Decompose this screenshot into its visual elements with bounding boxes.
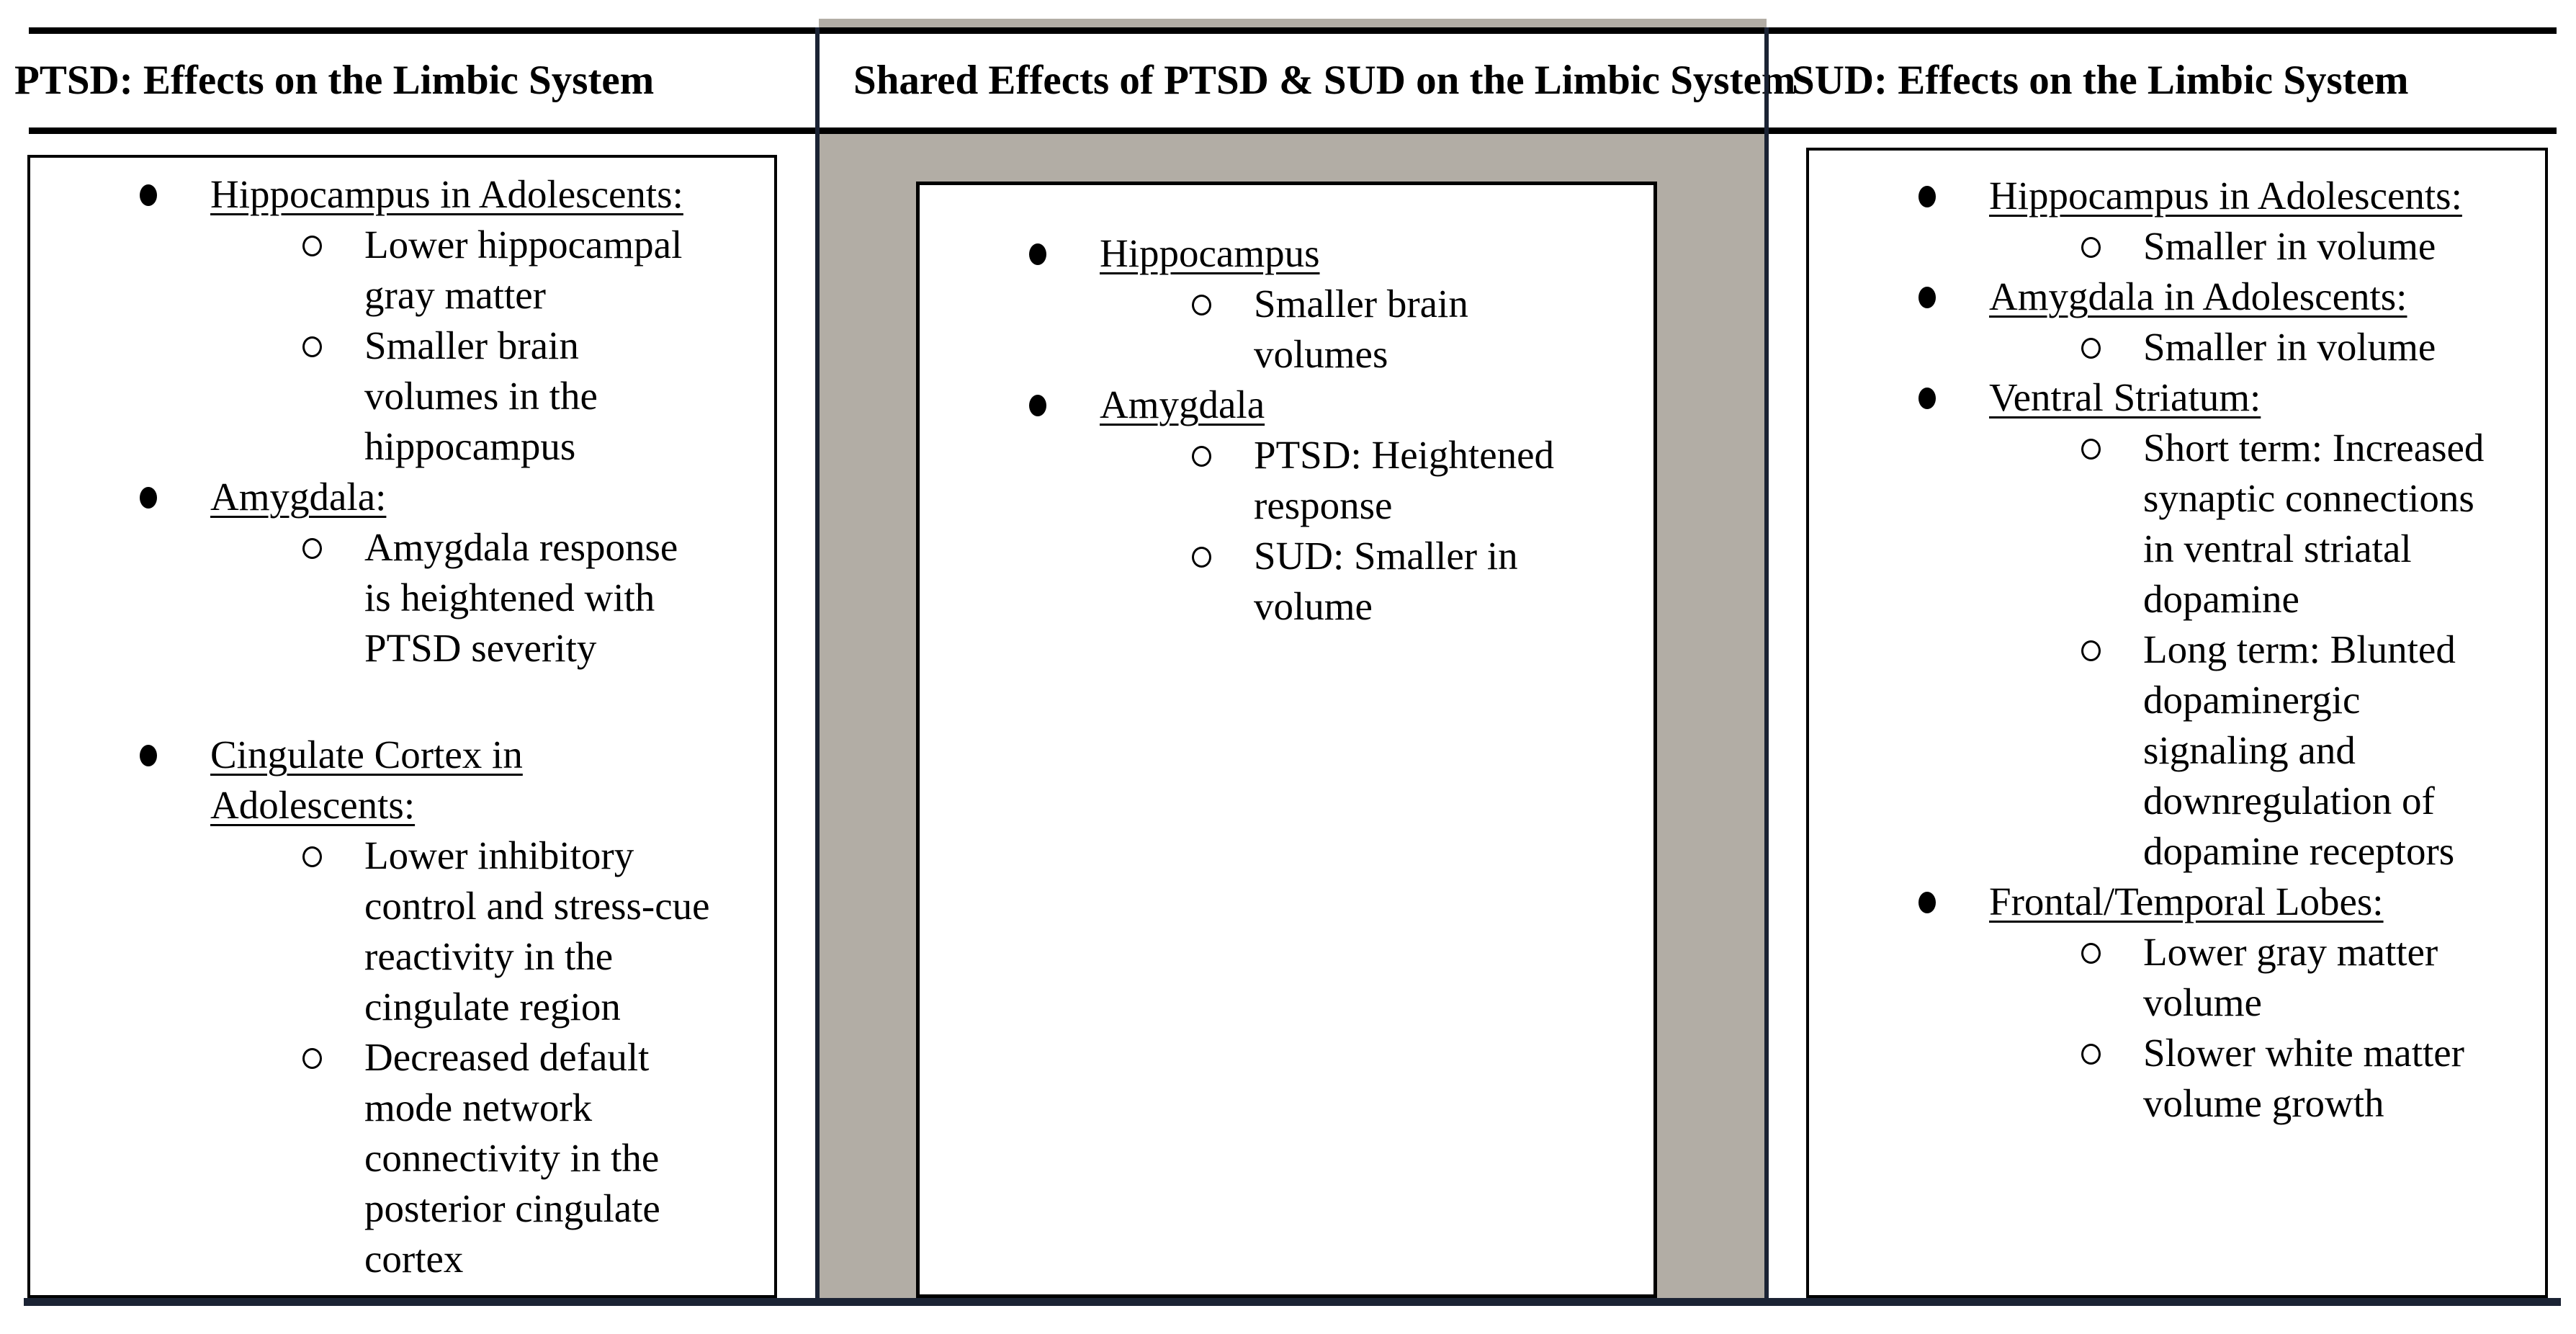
- list-sub-item: Long term: Blunted dopaminergic signalin…: [1809, 625, 2545, 877]
- list-sub-item: Lower hippocampal gray matter: [30, 220, 774, 321]
- ptsd-bullet-list: Hippocampus in Adolescents: Lower hippoca…: [30, 158, 774, 1295]
- list-sub-item: Decreased default mode network connectiv…: [30, 1032, 774, 1284]
- sub-item-label: Lower gray matter volume: [2143, 930, 2438, 1024]
- list-sub-item: Smaller brain volumes in the hippocampus: [30, 321, 774, 472]
- term-label: Amygdala:: [210, 475, 387, 519]
- list-item-term: Amygdala:: [30, 472, 774, 522]
- circle-bullet-icon: [2081, 237, 2101, 258]
- list-sub-item: Smaller in volume: [1809, 322, 2545, 372]
- list-item-term: Amygdala: [920, 380, 1653, 430]
- table-bottom-border: [24, 1298, 2561, 1306]
- bullet-icon: [140, 487, 157, 509]
- term-label: Amygdala: [1100, 382, 1265, 426]
- term-label: Hippocampus in Adolescents:: [210, 172, 683, 216]
- list-item-term: Ventral Striatum:: [1809, 372, 2545, 423]
- column-header-ptsd-label: PTSD: Effects on the Limbic System: [14, 58, 655, 103]
- circle-bullet-icon: [1192, 446, 1211, 467]
- list-sub-item: Lower gray matter volume: [1809, 927, 2545, 1028]
- list-sub-item: Lower inhibitory control and stress-cue …: [30, 831, 774, 1032]
- list-sub-item: Smaller brain volumes: [920, 279, 1653, 380]
- circle-bullet-icon: [2081, 943, 2101, 964]
- term-label: Ventral Striatum:: [1989, 375, 2261, 419]
- list-item-term: Frontal/Temporal Lobes:: [1809, 877, 2545, 927]
- sub-item-label: Smaller in volume: [2143, 224, 2436, 268]
- sub-item-label: Short term: Increased synaptic connectio…: [2143, 426, 2485, 621]
- bullet-icon: [140, 184, 157, 206]
- list-sub-item: SUD: Smaller in volume: [920, 531, 1653, 632]
- header-row-bottom-border: [29, 127, 2557, 134]
- sub-item-label: PTSD: Heightened response: [1254, 433, 1555, 527]
- list-sub-item: Smaller in volume: [1809, 221, 2545, 272]
- term-label: Frontal/Temporal Lobes:: [1989, 879, 2384, 923]
- circle-bullet-icon: [302, 1048, 322, 1069]
- term-label: Amygdala in Adolescents:: [1989, 274, 2407, 318]
- column-header-shared-label: Shared Effects of PTSD & SUD on the Limb…: [853, 58, 1796, 103]
- bullet-icon: [1918, 388, 1936, 409]
- list-item-term: Amygdala in Adolescents:: [1809, 272, 2545, 322]
- circle-bullet-icon: [2081, 338, 2101, 359]
- circle-bullet-icon: [302, 538, 322, 559]
- list-item-term: Cingulate Cortex in Adolescents:: [30, 730, 774, 831]
- sub-item-label: Lower inhibitory control and stress-cue …: [364, 833, 710, 1029]
- sub-item-label: SUD: Smaller in volume: [1254, 534, 1518, 628]
- term-label: Hippocampus: [1100, 231, 1320, 275]
- bullet-icon: [140, 745, 157, 766]
- sub-item-label: Smaller brain volumes: [1254, 282, 1468, 376]
- term-label: Hippocampus in Adolescents:: [1989, 174, 2462, 218]
- circle-bullet-icon: [302, 846, 322, 867]
- column-divider-right: [1764, 27, 1769, 1306]
- sub-item-label: Lower hippocampal gray matter: [364, 223, 683, 317]
- bullet-icon: [1029, 395, 1046, 416]
- list-item-term: Hippocampus in Adolescents:: [30, 169, 774, 220]
- list-sub-item: Slower white matter volume growth: [1809, 1028, 2545, 1129]
- bullet-icon: [1918, 186, 1936, 207]
- list-item-term: Hippocampus in Adolescents:: [1809, 171, 2545, 221]
- circle-bullet-icon: [2081, 1044, 2101, 1065]
- bullet-icon: [1918, 892, 1936, 913]
- list-sub-item: Amygdala response is heightened with PTS…: [30, 522, 774, 673]
- circle-bullet-icon: [2081, 439, 2101, 460]
- circle-bullet-icon: [302, 236, 322, 256]
- column-divider-left: [815, 27, 820, 1306]
- column-header-sud-label: SUD: Effects on the Limbic System: [1792, 58, 2409, 103]
- ptsd-content-box: Hippocampus in Adolescents: Lower hippoca…: [27, 155, 777, 1298]
- column-header-shared: Shared Effects of PTSD & SUD on the Limb…: [853, 34, 1795, 127]
- circle-bullet-icon: [1192, 295, 1211, 315]
- sud-content-box: Hippocampus in Adolescents: Smaller in vo…: [1806, 148, 2548, 1298]
- sub-item-label: Decreased default mode network connectiv…: [364, 1035, 660, 1281]
- list-item-term: Hippocampus: [920, 228, 1653, 279]
- sub-item-label: Long term: Blunted dopaminergic signalin…: [2143, 627, 2456, 873]
- sub-item-label: Smaller in volume: [2143, 325, 2436, 369]
- circle-bullet-icon: [1192, 547, 1211, 568]
- column-header-sud: SUD: Effects on the Limbic System: [1792, 34, 2562, 127]
- middle-column-gray-strip: [819, 19, 1767, 29]
- sud-bullet-list: Hippocampus in Adolescents: Smaller in vo…: [1809, 151, 2545, 1295]
- circle-bullet-icon: [302, 336, 322, 357]
- sub-item-label: Slower white matter volume growth: [2143, 1031, 2464, 1125]
- table-top-border: [29, 27, 2557, 34]
- list-sub-item: Short term: Increased synaptic connectio…: [1809, 423, 2545, 625]
- circle-bullet-icon: [2081, 640, 2101, 661]
- list-sub-item: PTSD: Heightened response: [920, 430, 1653, 531]
- term-label: Cingulate Cortex in Adolescents:: [210, 733, 523, 827]
- column-header-ptsd: PTSD: Effects on the Limbic System: [14, 34, 803, 127]
- sub-item-label: Amygdala response is heightened with PTS…: [364, 525, 678, 670]
- bullet-icon: [1918, 287, 1936, 308]
- bullet-icon: [1029, 243, 1046, 265]
- sub-item-label: Smaller brain volumes in the hippocampus: [364, 323, 598, 468]
